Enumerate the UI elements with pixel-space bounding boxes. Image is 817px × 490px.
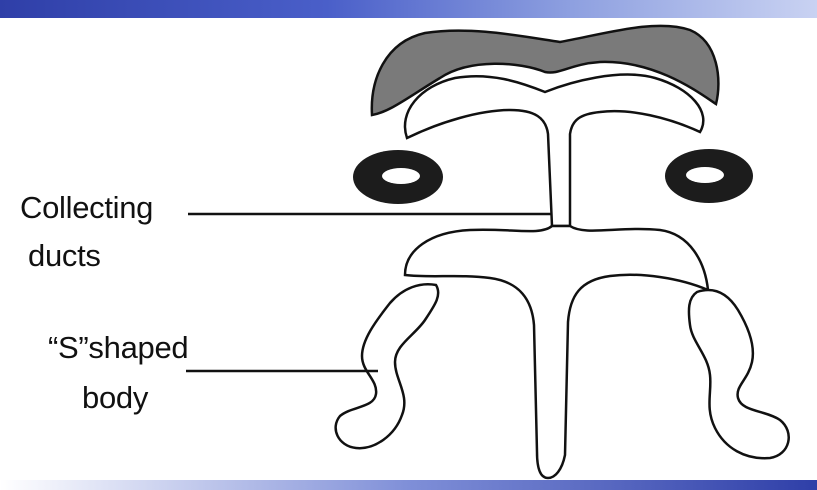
vesicle-left-hole: [382, 168, 420, 184]
upper-ampulla: [405, 75, 703, 226]
collecting-ducts-label-line2: ducts: [28, 238, 101, 274]
vesicle-right-hole: [686, 167, 724, 183]
s-shaped-body-label-line1: “S”shaped: [48, 330, 188, 366]
s-shaped-body-left: [336, 284, 439, 448]
s-shaped-body-right: [689, 290, 789, 458]
bottom-band: [0, 480, 817, 490]
lower-branch: [405, 226, 708, 478]
s-shaped-body-label-line2: body: [82, 380, 148, 416]
collecting-ducts-label-line1: Collecting: [20, 190, 153, 226]
